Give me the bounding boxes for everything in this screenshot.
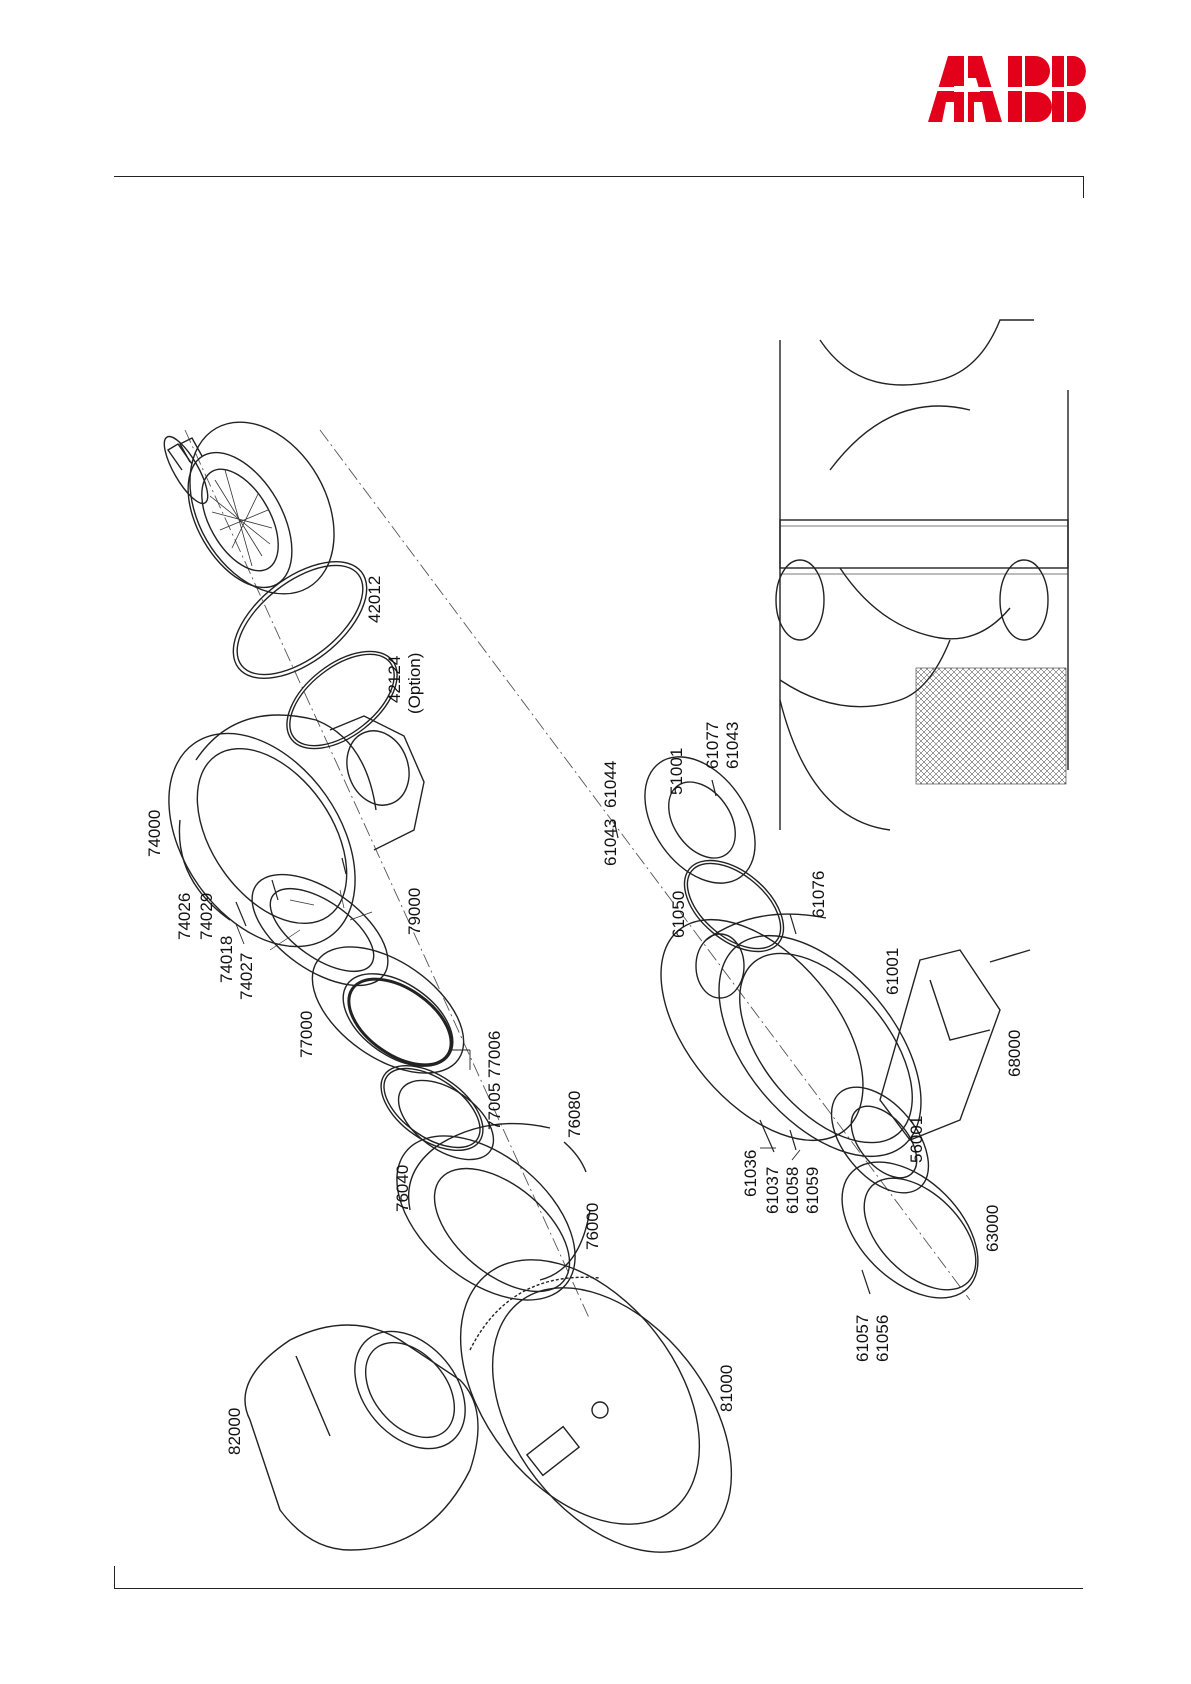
label-51001: 51001 bbox=[667, 748, 686, 795]
wall-insert-77000 bbox=[290, 921, 486, 1098]
label-77006: 77006 bbox=[485, 1031, 504, 1078]
label-77005: 77005 bbox=[485, 1083, 504, 1130]
label-79000: 79000 bbox=[405, 888, 424, 935]
label-61043b: 61043 bbox=[723, 722, 742, 769]
rotor-assembly bbox=[157, 396, 364, 619]
label-74027: 74027 bbox=[237, 953, 256, 1000]
label-74000: 74000 bbox=[145, 810, 164, 857]
label-61036: 61036 bbox=[741, 1150, 760, 1197]
label-61044: 61044 bbox=[601, 761, 620, 808]
axis-line-upper bbox=[185, 430, 590, 1320]
label-61077: 61077 bbox=[703, 722, 722, 769]
sectional-view-assembly bbox=[776, 320, 1068, 830]
nozzle-ring-79000 bbox=[233, 852, 407, 1007]
label-68000: 68000 bbox=[1005, 1030, 1024, 1077]
label-61050: 61050 bbox=[669, 891, 688, 938]
label-42012: 42012 bbox=[365, 576, 384, 623]
label-74018: 74018 bbox=[217, 936, 236, 983]
label-61058: 61058 bbox=[783, 1167, 802, 1214]
label-74029: 74029 bbox=[197, 893, 216, 940]
part-labels: 42012 42124 (Option) 74000 74026 74029 7… bbox=[145, 576, 1024, 1455]
label-42124: 42124 bbox=[385, 656, 404, 703]
label-82000: 82000 bbox=[225, 1408, 244, 1455]
label-61059: 61059 bbox=[803, 1167, 822, 1214]
label-76000: 76000 bbox=[583, 1203, 602, 1250]
label-77000: 77000 bbox=[297, 1011, 316, 1058]
label-61043a: 61043 bbox=[601, 819, 620, 866]
label-61037: 61037 bbox=[763, 1167, 782, 1214]
air-inlet-63000 bbox=[817, 1137, 1004, 1324]
label-61001: 61001 bbox=[883, 948, 902, 995]
label-81000: 81000 bbox=[717, 1365, 736, 1412]
axis-line-lower bbox=[320, 430, 970, 1300]
label-61056: 61056 bbox=[873, 1315, 892, 1362]
label-61057: 61057 bbox=[853, 1315, 872, 1362]
label-56001: 56001 bbox=[907, 1116, 926, 1163]
clamp-76080 bbox=[564, 1142, 586, 1172]
label-61076: 61076 bbox=[809, 871, 828, 918]
label-76040: 76040 bbox=[393, 1165, 412, 1212]
air-suction-branch-82000 bbox=[245, 1310, 488, 1550]
fasteners bbox=[236, 780, 870, 1294]
label-76080: 76080 bbox=[565, 1091, 584, 1138]
label-74026: 74026 bbox=[175, 893, 194, 940]
label-42124-option: (Option) bbox=[405, 653, 424, 714]
label-63000: 63000 bbox=[983, 1205, 1002, 1252]
